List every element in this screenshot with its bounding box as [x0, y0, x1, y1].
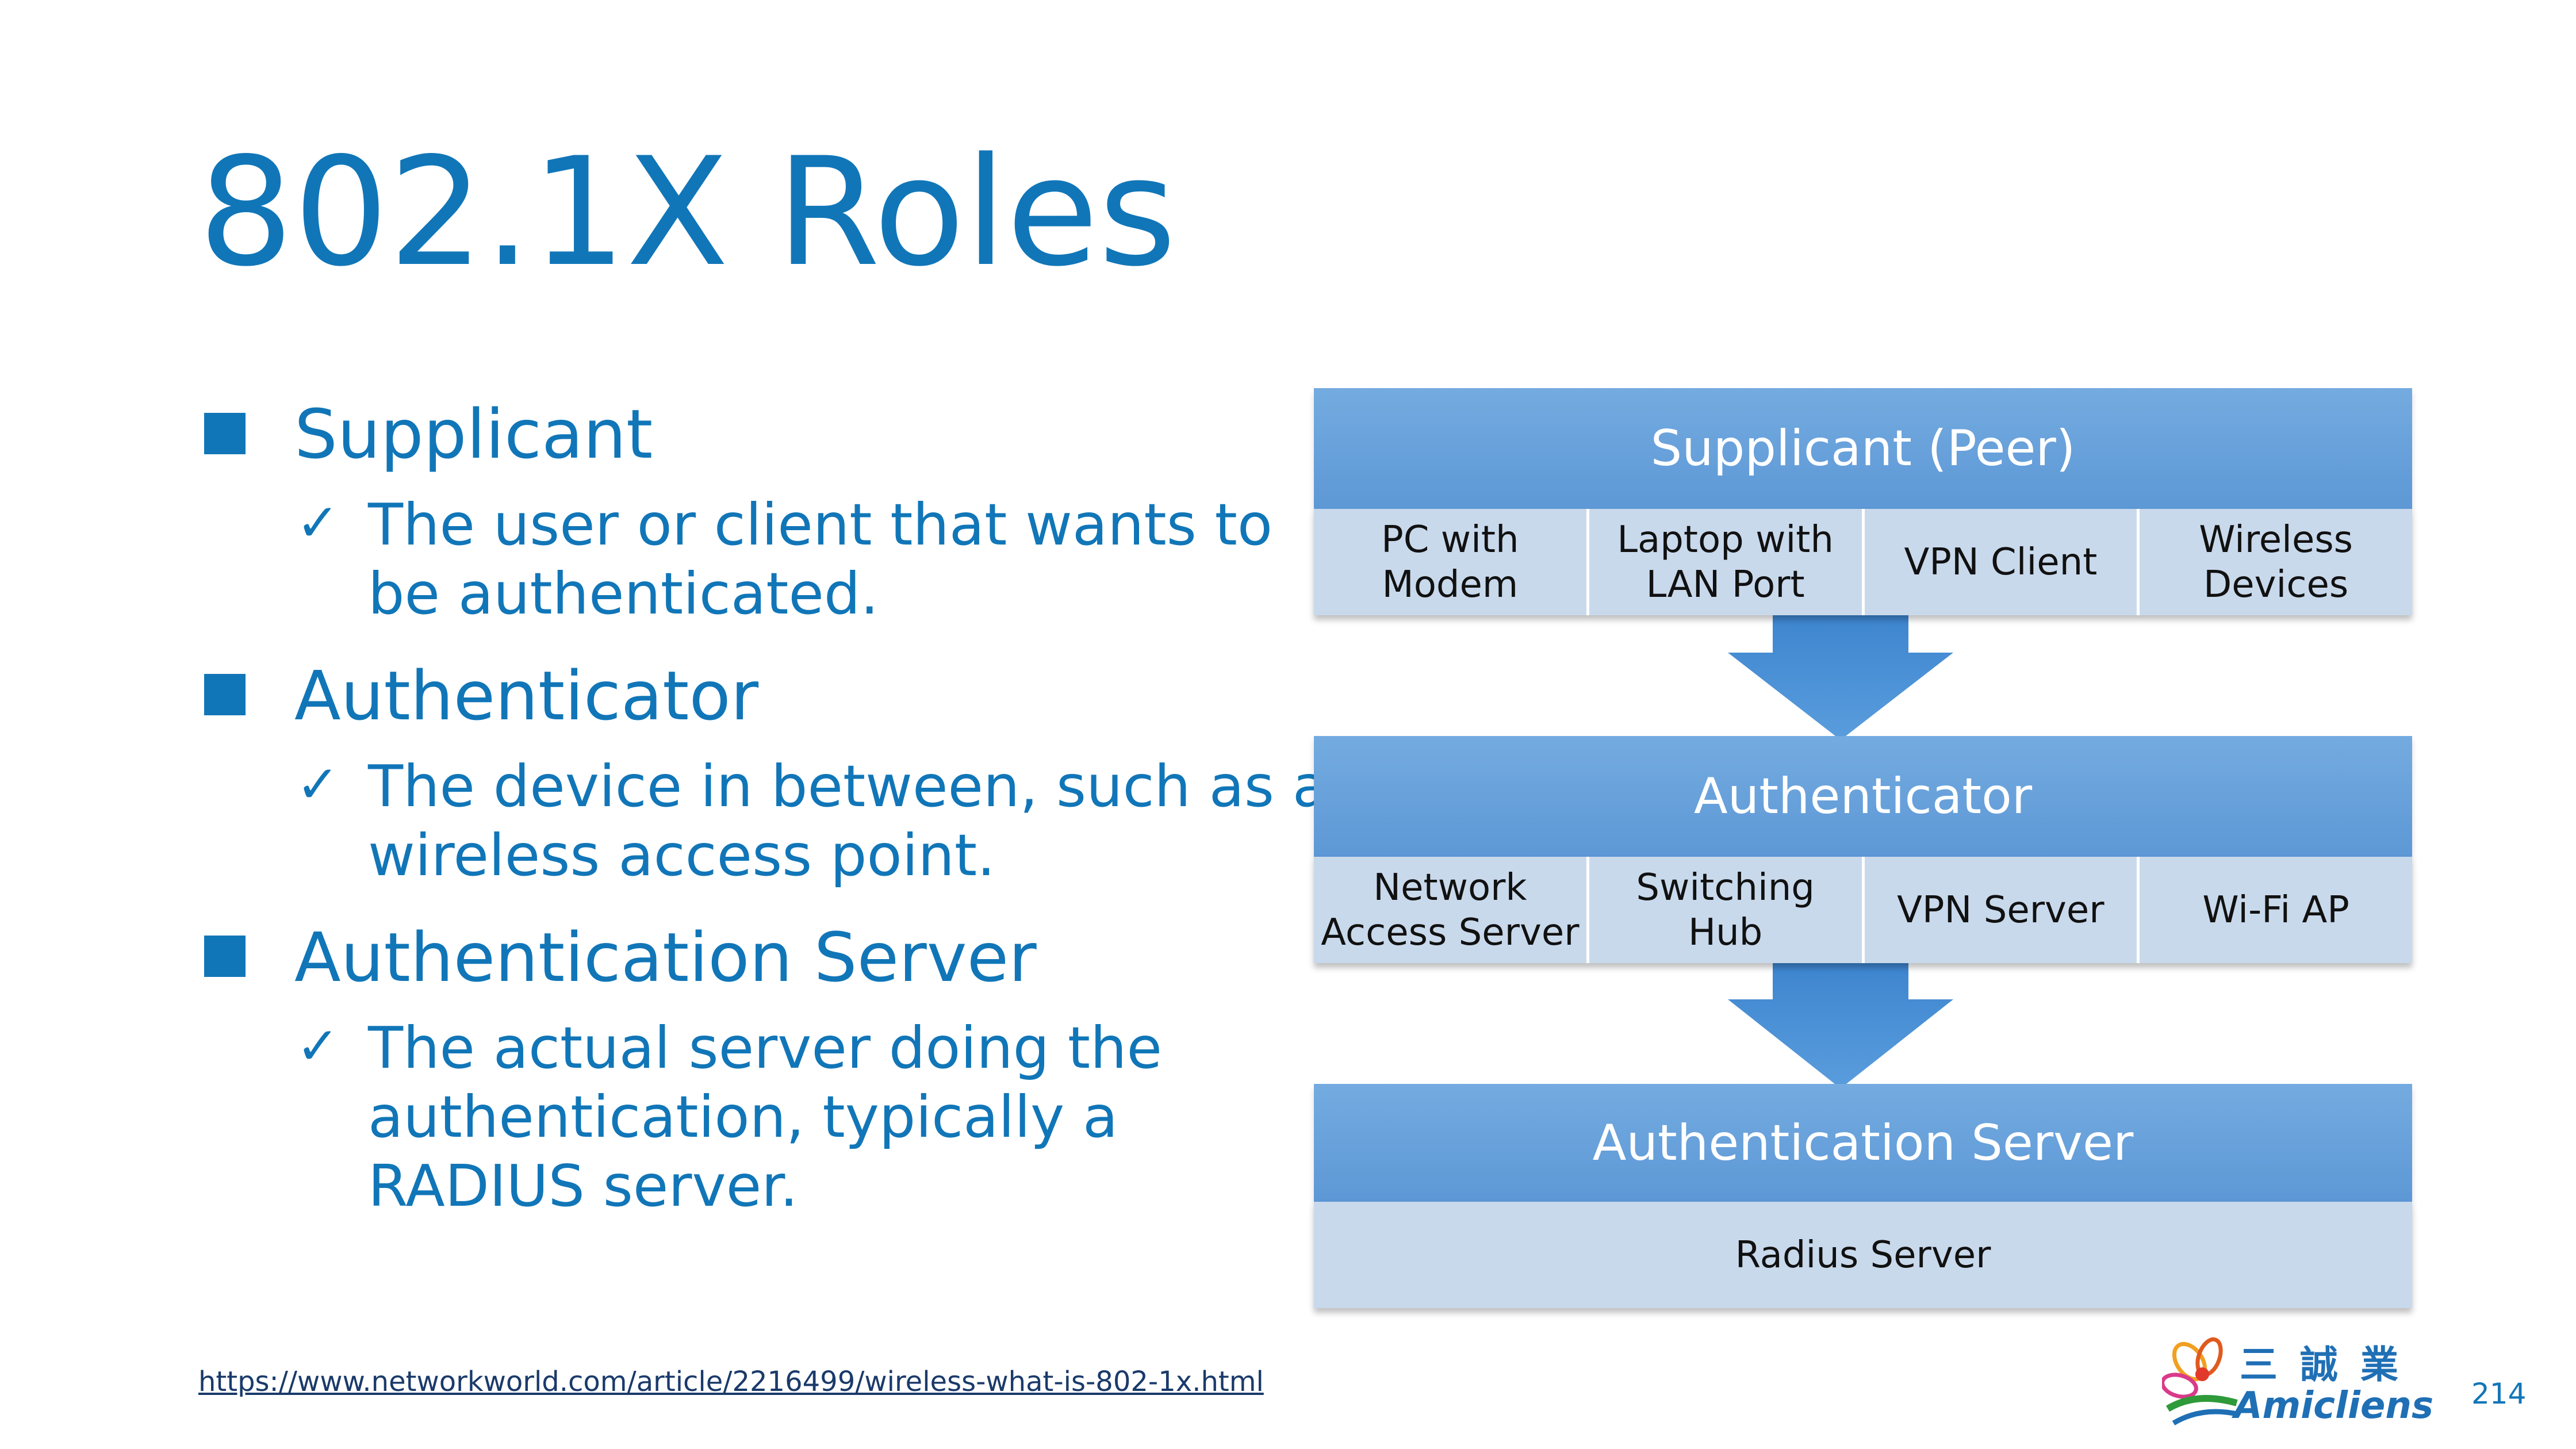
detail-line: The user or client that wants to [368, 491, 1272, 558]
detail-line: RADIUS server. [368, 1152, 798, 1220]
role-cell-radius-server: Radius Server [1314, 1202, 2412, 1308]
arrow-down-icon [1728, 615, 1953, 740]
role-cell-wifi-ap: Wi-Fi AP [2137, 857, 2412, 963]
bullet-title-authenticator: Authenticator [294, 656, 759, 735]
detail-line: be authenticated. [368, 560, 879, 627]
logo-text-cjk: 三 誠 業 [2240, 1343, 2403, 1387]
role-cell-vpn-server: VPN Server [1861, 857, 2137, 963]
block-header-supplicant: Supplicant (Peer) [1314, 388, 2412, 509]
role-cell-vpn-client: VPN Client [1861, 509, 2137, 615]
checkmark-icon: ✓ [296, 754, 340, 815]
cell-line: Network [1373, 866, 1527, 909]
cell-line: Radius Server [1735, 1233, 1991, 1276]
bullet-detail-authentication-server: The actual server doing the authenticati… [368, 1014, 1162, 1221]
block-header-authenticator: Authenticator [1314, 736, 2412, 857]
cell-line: Devices [2203, 563, 2349, 606]
page-number: 214 [2471, 1377, 2527, 1410]
bullet-square-icon [204, 674, 246, 715]
checkmark-icon: ✓ [296, 493, 340, 553]
bullet-title-authentication-server: Authentication Server [294, 918, 1037, 997]
cell-line: Wi-Fi AP [2202, 888, 2349, 931]
cell-line: Laptop with [1617, 518, 1834, 561]
detail-line: The actual server doing the [368, 1014, 1163, 1082]
source-link[interactable]: https://www.networkworld.com/article/221… [198, 1366, 1264, 1398]
company-logo: 三 誠 業 Amicliens [2162, 1334, 2433, 1432]
block-header-authentication-server: Authentication Server [1314, 1084, 2412, 1202]
cell-line: VPN Server [1897, 888, 2104, 931]
bullet-square-icon [204, 936, 246, 977]
detail-line: The device in between, such as a [368, 753, 1328, 820]
cell-line: PC with [1381, 518, 1519, 561]
cell-line: Wireless [2199, 518, 2353, 561]
cell-line: Hub [1688, 911, 1763, 954]
cell-line: Modem [1382, 563, 1519, 606]
cell-line: Access Server [1321, 911, 1580, 954]
diagram-arrows [1728, 615, 1953, 1088]
bullet-detail-authenticator: The device in between, such as a wireles… [368, 752, 1328, 890]
cell-line: VPN Client [1904, 540, 2098, 584]
arrow-down-icon [1728, 963, 1953, 1088]
logo-text-latin: Amicliens [2234, 1385, 2434, 1427]
cell-line: Switching [1636, 866, 1815, 909]
bullet-title-supplicant: Supplicant [294, 394, 653, 474]
bullet-square-icon [204, 413, 246, 454]
bullet-detail-supplicant: The user or client that wants to be auth… [368, 490, 1272, 628]
checkmark-icon: ✓ [296, 1016, 340, 1076]
flower-logo-icon [2162, 1337, 2241, 1425]
detail-line: wireless access point. [368, 822, 995, 889]
block-row-authentication-server: Radius Server [1314, 1202, 2412, 1308]
cell-line: LAN Port [1646, 563, 1805, 606]
detail-line: authentication, typically a [368, 1083, 1118, 1151]
page-title: 802.1X Roles [198, 126, 1176, 300]
